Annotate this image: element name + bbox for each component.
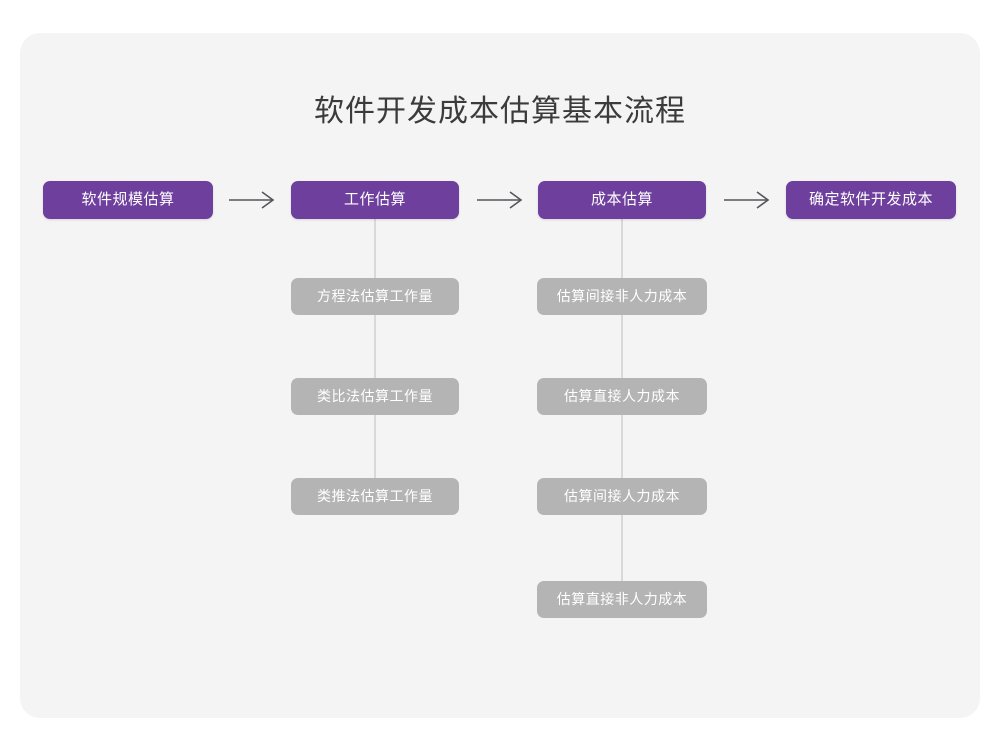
- arrow-stage1-to-stage2: [229, 191, 275, 209]
- node-stage-3-sub-3[interactable]: 估算间接人力成本: [537, 478, 707, 515]
- node-stage-2-sub-1[interactable]: 方程法估算工作量: [291, 278, 459, 315]
- node-stage-1[interactable]: 软件规模估算: [43, 181, 213, 219]
- node-stage-3-sub-1[interactable]: 估算间接非人力成本: [537, 278, 707, 315]
- arrow-stage3-to-stage4: [724, 191, 770, 209]
- node-stage-4[interactable]: 确定软件开发成本: [786, 181, 956, 219]
- node-stage-2[interactable]: 工作估算: [291, 181, 459, 219]
- diagram-card: [20, 33, 980, 718]
- connector-line-stage2: [374, 219, 376, 501]
- node-stage-2-sub-3[interactable]: 类推法估算工作量: [291, 478, 459, 515]
- node-stage-3-sub-2[interactable]: 估算直接人力成本: [537, 378, 707, 415]
- node-stage-3-sub-4[interactable]: 估算直接非人力成本: [537, 581, 707, 618]
- node-stage-2-sub-2[interactable]: 类比法估算工作量: [291, 378, 459, 415]
- page-title: 软件开发成本估算基本流程: [314, 95, 686, 128]
- arrow-stage2-to-stage3: [477, 191, 523, 209]
- node-stage-3[interactable]: 成本估算: [538, 181, 706, 219]
